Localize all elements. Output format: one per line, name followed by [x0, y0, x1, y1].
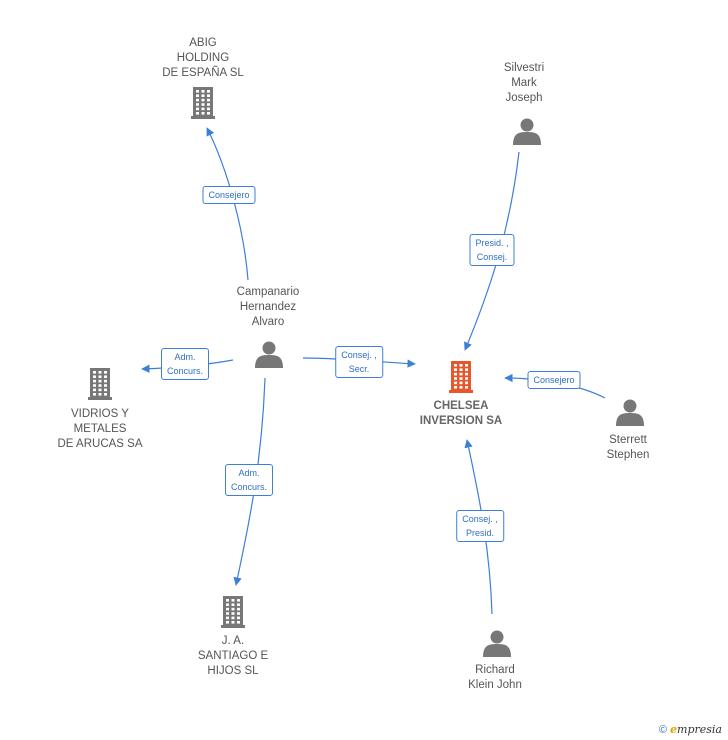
edge-label-silvestri-chelsea[interactable]: Presid. , Consej.: [469, 234, 515, 266]
edge-label-campanario-chelsea[interactable]: Consej. , Secr.: [335, 346, 383, 378]
edge-label-campanario-abig[interactable]: Consejero: [202, 186, 256, 204]
edge-label-campanario-vidrios[interactable]: Adm. Concurs.: [160, 348, 210, 380]
footer-brand: © empresia: [659, 723, 722, 736]
person-icon-campanario[interactable]: [255, 341, 283, 369]
person-icon-richard[interactable]: [483, 630, 511, 658]
building-icon-santiago[interactable]: [221, 596, 245, 628]
node-label-richard[interactable]: Richard Klein John: [468, 664, 522, 691]
node-label-vidrios[interactable]: VIDRIOS Y METALES DE ARUCAS SA: [57, 408, 143, 450]
brand-logo[interactable]: empresia: [670, 723, 722, 736]
person-icon-silvestri[interactable]: [513, 118, 541, 146]
node-label-campanario[interactable]: Campanario Hernandez Alvaro: [236, 286, 300, 328]
node-label-chelsea[interactable]: CHELSEA INVERSION SA: [419, 400, 503, 427]
node-label-sterrett[interactable]: Sterrett Stephen: [606, 434, 650, 461]
person-icon-sterrett[interactable]: [616, 399, 644, 427]
edge-label-richard-chelsea[interactable]: Consej. , Presid.: [456, 510, 504, 542]
edge-label-campanario-santiago[interactable]: Adm. Concurs.: [224, 464, 274, 496]
node-label-santiago[interactable]: J. A. SANTIAGO E HIJOS SL: [197, 635, 269, 677]
building-icon-vidrios[interactable]: [88, 368, 112, 400]
copyright-symbol: ©: [658, 724, 667, 736]
building-icon-abig[interactable]: [191, 87, 215, 119]
edge-label-sterrett-chelsea[interactable]: Consejero: [527, 371, 581, 389]
building-icon-chelsea[interactable]: [449, 361, 473, 393]
node-label-silvestri[interactable]: Silvestri Mark Joseph: [503, 62, 545, 104]
node-label-abig[interactable]: ABIG HOLDING DE ESPAÑA SL: [162, 37, 244, 79]
edge-campanario-abig: [206, 127, 249, 281]
